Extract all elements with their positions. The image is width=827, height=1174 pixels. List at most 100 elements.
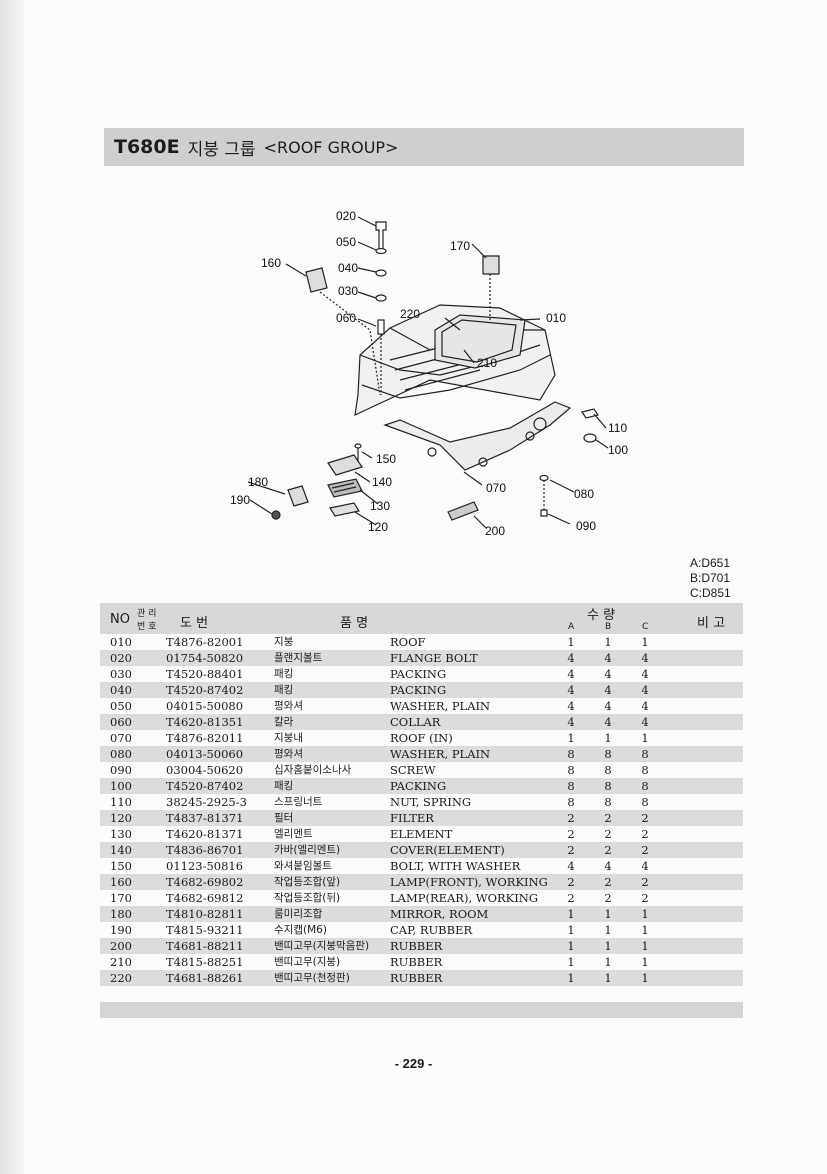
model-a: A:D651 <box>690 556 731 570</box>
cell-qty-a: 4 <box>567 715 575 729</box>
cell-part-number: T4682-69802 <box>166 875 244 889</box>
cell-qty-b: 2 <box>604 827 612 841</box>
cell-name-english: PACKING <box>390 683 447 697</box>
callout-070: 070 <box>486 481 506 495</box>
cell-name-korean: 작업등조합(뒤) <box>274 892 341 904</box>
cell-qty-c: 2 <box>641 811 649 825</box>
model-b: B:D701 <box>690 571 731 585</box>
cell-name-english: RUBBER <box>390 939 443 953</box>
cell-qty-b: 4 <box>604 699 612 713</box>
rubber-200 <box>447 501 479 521</box>
cell-qty-c: 4 <box>641 715 649 729</box>
scanned-page-edge <box>0 0 24 1174</box>
header-mgmt-line1: 관 리 <box>137 609 157 619</box>
room-mirror <box>287 485 309 507</box>
parts-table-header: NO 관 리 번 호 도 번 품 명 수 량 A B C 비 고 <box>100 603 743 634</box>
cell-qty-b: 1 <box>604 907 612 921</box>
cell-part-number: T4620-81351 <box>166 715 244 729</box>
cell-name-english: BOLT, WITH WASHER <box>390 859 521 873</box>
cell-part-number: T4836-86701 <box>166 843 244 857</box>
cell-name-korean: 와셔붙임볼트 <box>274 860 332 872</box>
callout-110: 110 <box>608 421 627 435</box>
cell-qty-a: 2 <box>567 891 575 905</box>
cell-no: 020 <box>110 651 132 665</box>
cell-qty-c: 1 <box>641 907 649 921</box>
callout-210: 210 <box>477 356 497 370</box>
cell-no: 060 <box>110 715 132 729</box>
callout-010: 010 <box>546 311 566 325</box>
cell-name-english: MIRROR, ROOM <box>390 907 489 921</box>
cell-qty-a: 4 <box>567 859 575 873</box>
cell-no: 130 <box>110 827 132 841</box>
model-c: C:D851 <box>690 586 731 600</box>
header-mgmt-line2: 번 호 <box>137 622 157 632</box>
cell-part-number: T4681-88211 <box>166 939 244 953</box>
cell-name-english: FLANGE BOLT <box>390 651 478 665</box>
cell-name-korean: 필터 <box>274 812 294 824</box>
cell-no: 040 <box>110 683 132 697</box>
callout-200: 200 <box>485 524 505 538</box>
cell-no: 150 <box>110 859 132 873</box>
header-qty-b: B <box>605 622 612 632</box>
cell-qty-b: 1 <box>604 923 612 937</box>
cell-no: 050 <box>110 699 132 713</box>
callout-130: 130 <box>370 499 390 513</box>
cell-qty-c: 1 <box>641 939 649 953</box>
cell-qty-c: 4 <box>641 683 649 697</box>
cell-name-korean: 지붕내 <box>274 732 303 744</box>
callout-170: 170 <box>450 239 470 253</box>
cell-name-korean: 패킹 <box>274 668 294 680</box>
cell-part-number: T4810-82811 <box>166 907 244 921</box>
cell-qty-b: 4 <box>604 683 612 697</box>
cell-qty-a: 4 <box>567 667 575 681</box>
cell-qty-a: 4 <box>567 699 575 713</box>
inner-roof-panel <box>383 401 572 471</box>
cell-qty-b: 8 <box>604 763 612 777</box>
cell-qty-b: 8 <box>604 779 612 793</box>
callout-060: 060 <box>336 311 356 325</box>
cell-name-english: WASHER, PLAIN <box>390 699 491 713</box>
cell-qty-a: 8 <box>567 795 575 809</box>
cell-name-english: RUBBER <box>390 955 443 969</box>
cell-part-number: T4520-88401 <box>166 667 244 681</box>
cell-qty-c: 8 <box>641 779 649 793</box>
header-quantity: 수 량 <box>587 608 616 623</box>
cell-name-english: NUT, SPRING <box>390 795 472 809</box>
cell-name-korean: 스프링너트 <box>274 796 323 808</box>
callout-040: 040 <box>338 261 358 275</box>
cell-qty-b: 1 <box>604 971 612 985</box>
cell-part-number: T4876-82001 <box>166 635 244 649</box>
cell-no: 190 <box>110 923 132 937</box>
cell-no: 120 <box>110 811 132 825</box>
cell-name-korean: 수지캡(M6) <box>274 924 327 936</box>
cell-name-english: SCREW <box>390 763 436 777</box>
cell-no: 090 <box>110 763 132 777</box>
cell-qty-c: 2 <box>641 843 649 857</box>
header-qty-c: C <box>642 622 649 632</box>
cell-qty-b: 4 <box>604 651 612 665</box>
cell-name-english: LAMP(REAR), WORKING <box>390 891 539 905</box>
cell-no: 170 <box>110 891 132 905</box>
cell-name-english: COVER(ELEMENT) <box>390 843 505 857</box>
cell-part-number: T4837-81371 <box>166 811 244 825</box>
cell-name-korean: 엘리멘트 <box>274 828 313 840</box>
cell-no: 210 <box>110 955 132 969</box>
callout-180: 180 <box>248 475 268 489</box>
cell-part-number: T4815-88251 <box>166 955 244 969</box>
cell-qty-b: 1 <box>604 635 612 649</box>
cell-qty-c: 2 <box>641 875 649 889</box>
cell-qty-b: 2 <box>604 811 612 825</box>
callout-150: 150 <box>376 452 396 466</box>
cell-name-korean: 작업등조합(앞) <box>274 876 341 888</box>
